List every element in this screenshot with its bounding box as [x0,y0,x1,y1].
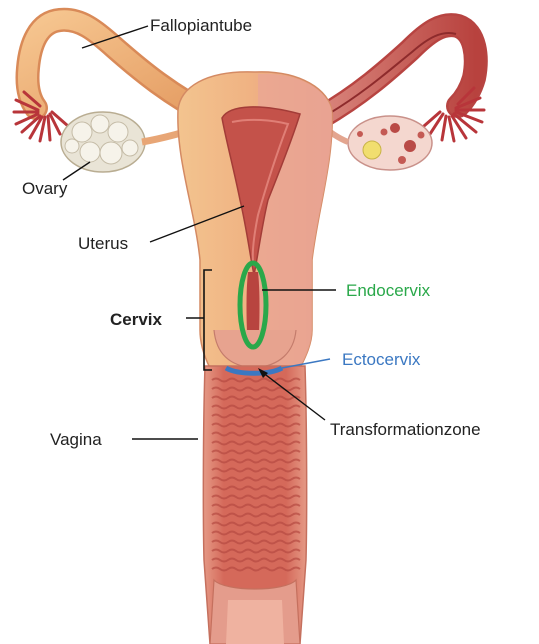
uterus-body [178,72,332,368]
label-endocervix: Endocervix [346,281,431,300]
label-transformation-zone: Transformationzone [330,420,481,439]
right-ovary [348,116,432,170]
vagina-canal [203,366,306,644]
left-ovary [61,112,145,172]
label-cervix: Cervix [110,310,163,329]
label-vagina: Vagina [50,430,102,449]
label-fallopian-tube: Fallopiantube [150,16,252,35]
label-ovary: Ovary [22,179,68,198]
label-uterus: Uterus [78,234,128,253]
label-ectocervix: Ectocervix [342,350,421,369]
right-fallopian-tube [320,25,476,118]
